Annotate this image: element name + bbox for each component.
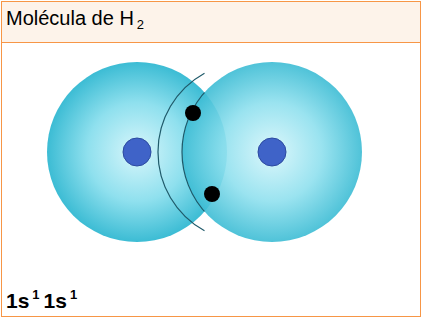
- orbital-right: [182, 62, 362, 242]
- overlap-arc: [158, 73, 205, 231]
- nucleus: [258, 138, 286, 166]
- overlap-arc: [182, 62, 362, 242]
- orbital-label: 1s: [44, 289, 67, 312]
- superscript: 1: [32, 287, 39, 302]
- subscript: 2: [137, 17, 144, 32]
- title-line: Molécula de H2: [6, 6, 144, 37]
- superscript: 1: [70, 287, 77, 302]
- nucleus: [123, 138, 151, 166]
- orbital-label: 1s: [6, 289, 29, 312]
- title: Molécula de H: [6, 7, 134, 29]
- electron: [204, 186, 220, 202]
- electron: [185, 105, 201, 121]
- electron-configuration: 1s11s1: [6, 282, 81, 314]
